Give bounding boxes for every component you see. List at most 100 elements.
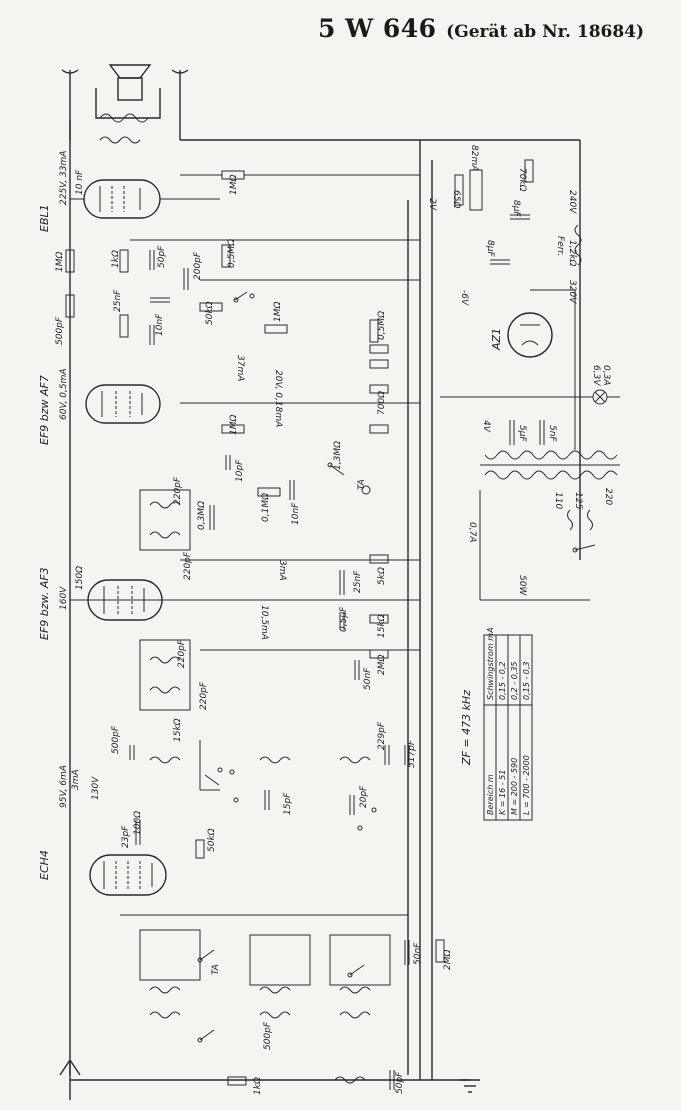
ohm-1-2k-label: 1,2kΩ	[567, 240, 577, 267]
ma-82-label: 82mA	[469, 145, 479, 171]
serial-note: (Gerät ab Nr. 18684)	[446, 22, 645, 42]
r-15k-label: 15kΩ	[377, 614, 387, 638]
r-1-3m-label: 1,3MΩ	[333, 441, 343, 470]
c-200p-label: 200pF	[193, 251, 203, 280]
if-filter-1	[139, 480, 295, 551]
r-1m-b-label: 1MΩ	[55, 252, 65, 272]
model-number: 5 W 646	[318, 14, 437, 43]
r-1k-label: 1kΩ	[111, 250, 121, 268]
ebl1-network	[65, 170, 420, 345]
c-20p-label: 20pF	[359, 785, 369, 808]
tap-220-label: 220	[603, 488, 613, 505]
table-row-2-range: M = 200 - 590	[510, 758, 519, 815]
ma-37-label: 37mA	[235, 355, 245, 381]
c-220p-d-label: 220pF	[199, 681, 209, 710]
v-4-label: 4V	[481, 420, 491, 433]
r-50k-b-label: 50kΩ	[207, 828, 217, 852]
input-band-section	[59, 929, 480, 1100]
table-row-3-current: 0,15 - 0,3	[522, 661, 531, 700]
ferr-label: Ferr.	[555, 236, 565, 256]
c-517p-label: 517pF	[407, 739, 417, 768]
switch-ta-label: TA	[211, 964, 221, 975]
c-229p-label: 229pF	[377, 721, 387, 750]
r-1k-b-label: 1kΩ	[253, 1077, 263, 1095]
c-5u-label: 5μF	[517, 425, 527, 442]
c-50p-b-label: 50pF	[395, 1071, 405, 1094]
ech4-label: ECH4	[38, 850, 51, 880]
c-500p-c-label: 500pF	[263, 1021, 273, 1050]
c-10p-label: 10pF	[235, 459, 245, 482]
c-25n-label: 25nF	[113, 289, 123, 312]
v-6-3-label: 6,3V	[591, 365, 601, 386]
c-220p-b-label: 220pF	[183, 551, 193, 580]
v20-label: 20V, 0,18mA	[273, 370, 283, 427]
if-filter-2	[139, 639, 389, 711]
ebl1-label: EBL1	[38, 204, 51, 232]
r-5k-label: 5kΩ	[377, 567, 387, 585]
c-10n-label: 10nF	[155, 313, 165, 336]
r-15k-b-label: 15kΩ	[173, 718, 183, 742]
r-05m-label: 0,5MΩ	[227, 239, 237, 268]
c-500p-label: 500pF	[55, 316, 65, 345]
az1-label: AZ1	[490, 328, 503, 351]
table-header-range: Bereich m	[486, 774, 495, 815]
c-10nf-label: 10 nF	[75, 169, 85, 195]
c-50n-label: 50nF	[363, 667, 373, 690]
neg6v-label: -6V	[459, 290, 469, 306]
neg2v-label: -2V	[427, 195, 437, 211]
supply-rails	[69, 120, 581, 1081]
v-320-label: 320V	[567, 280, 577, 304]
table-row-2-current: 0,2 - 0,35	[510, 661, 519, 700]
c-8u-b-label: 8μF	[485, 240, 495, 257]
r-2m-label: 2MΩ	[377, 655, 387, 675]
az1-tube	[507, 312, 553, 358]
schematic-title: 5 W 646 (Gerät ab Nr. 18684)	[318, 14, 668, 43]
c-23p-label: 23pF	[121, 825, 131, 848]
power-supply	[440, 159, 620, 601]
a-0-3-label: 0,3A	[601, 365, 611, 385]
ta-label: TA	[357, 479, 367, 490]
r-70k-label: 70kΩ	[517, 168, 527, 192]
ef9-af7-label: EF9 bzw AF7	[38, 375, 51, 445]
c-50n-b-label: 50nF	[413, 942, 423, 965]
ef9-af3-tube	[87, 554, 389, 630]
c-8u-label: 8μF	[511, 200, 521, 217]
zf-label: ZF = 473 kHz	[460, 690, 473, 766]
table-row-1-range: K = 16 - 51	[498, 770, 507, 815]
table-row-3-range: L = 700 - 2000	[522, 755, 531, 815]
r-1m-d-label: 1MΩ	[229, 415, 239, 435]
a-0-7-label: 0,7A	[467, 522, 477, 542]
ma-10-5-label: 10,5mA	[259, 605, 269, 640]
r-150-label: 150Ω	[75, 566, 85, 590]
r-03m-label: 0,3MΩ	[197, 501, 207, 530]
r-100-label: 100Ω	[133, 811, 143, 835]
w-50-label: 50W	[517, 575, 527, 596]
c-50p-label: 50pF	[157, 245, 167, 268]
r-700-label: 700Ω	[377, 391, 387, 415]
table-header-current: Schwingstrom mA	[486, 627, 495, 700]
c-220p-c-label: 220pF	[177, 639, 187, 668]
speaker-symbol	[61, 64, 189, 144]
ech4-current-label: 3mA	[71, 769, 81, 790]
tap-125-label: 125	[573, 492, 583, 509]
r-1m-label: 1MΩ	[229, 175, 239, 195]
c-10n-b-label: 10nF	[291, 502, 301, 525]
ech4-voltage-label: 95V, 6mA	[59, 765, 69, 808]
ef9-af7-tube	[85, 344, 389, 495]
ebl1-voltage-label: 225V, 33mA	[59, 151, 69, 205]
v-240-label: 240V	[567, 190, 577, 214]
ech4-anode-label: 130V	[91, 776, 101, 800]
c-05-label: 0,5MΩ	[377, 311, 387, 340]
c-15p-label: 15pF	[283, 792, 293, 815]
ef9-af7-voltage-label: 60V, 0,5mA	[59, 368, 69, 420]
tap-110-label: 110	[553, 492, 563, 509]
oscillator-table	[483, 634, 533, 821]
r-2m-b-label: 2MΩ	[443, 950, 453, 970]
ef9-af3-label: EF9 bzw. AF3	[38, 567, 51, 640]
ebl1-tube	[70, 179, 220, 219]
r-01m-label: 0,1MΩ	[261, 493, 271, 522]
ech4-tube	[89, 854, 167, 896]
oscillator-section	[129, 740, 410, 859]
table-row-1-current: 0,15 - 0,2	[498, 661, 507, 700]
